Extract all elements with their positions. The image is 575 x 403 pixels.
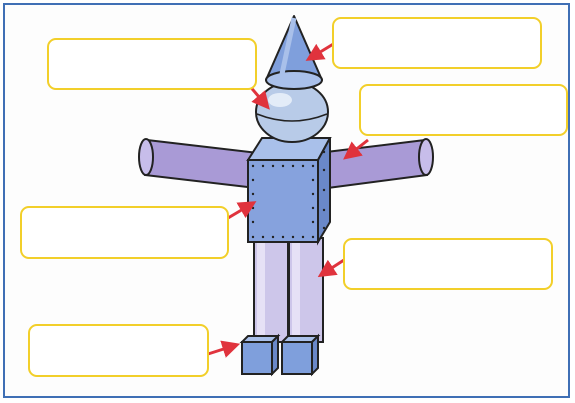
right-foot-cube [282,336,318,374]
label-box-cylinder-leg[interactable] [343,238,553,290]
right-arm-cylinder [318,139,433,189]
body-cuboid [248,138,330,242]
label-box-sphere[interactable] [47,38,257,90]
head-sphere [256,82,328,142]
label-box-cube-foot[interactable] [28,324,209,377]
arrow-to-body [228,205,250,218]
left-leg-cylinder [254,238,288,342]
arrow-to-leg [324,260,344,273]
hat-cone [266,16,322,89]
left-foot-cube [242,336,278,374]
arrow-to-foot [208,346,233,354]
left-arm-cylinder [139,139,258,188]
label-box-cylinder-arm[interactable] [359,84,568,136]
label-box-cuboid-body[interactable] [20,206,229,259]
label-box-cone[interactable] [332,17,542,69]
right-leg-cylinder [289,238,323,342]
